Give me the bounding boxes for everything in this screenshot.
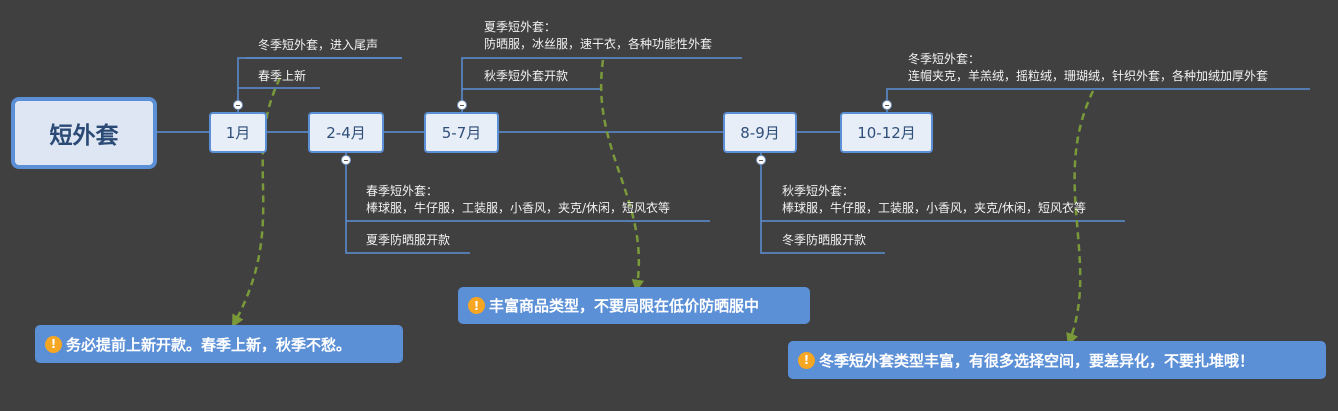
collapse-toggle-jan-icon[interactable] [233,100,243,110]
arrow-jan-callout [232,77,282,328]
callout-text: 冬季短外套类型丰富，有很多选择空间，要差异化，不要扎堆哦！ [819,351,1255,370]
leaf-aug-autumn-items[interactable]: 棒球服，牛仔服，工装服，小香风，夹克/休闲，短风衣等 [782,201,1087,215]
exclamation-icon: ! [798,351,815,369]
month-node-2-4[interactable]: 2-4月 [308,112,384,153]
leaf-aug-winter[interactable]: 冬季防晒服开款 [782,233,867,247]
leaf-jan-winter-ending[interactable]: 冬季短外套，进入尾声 [258,38,379,52]
callout-text: 丰富商品类型，不要局限在低价防晒服中 [489,297,760,315]
exclamation-icon: ! [45,335,62,353]
callout-text: 务必提前上新开款。春季上新，秋季不愁。 [66,335,352,354]
collapse-toggle-may-icon[interactable] [457,100,467,110]
leaf-feb-spring-title[interactable]: 春季短外套： [366,184,439,198]
collapse-toggle-feb-icon[interactable] [341,155,351,165]
leaf-feb-spring-items[interactable]: 棒球服，牛仔服，工装服，小香风，夹克/休闲，短风衣等 [366,201,671,215]
collapse-toggle-oct-icon[interactable] [882,100,892,110]
leaf-oct-winter-items[interactable]: 连帽夹克，羊羔绒，摇粒绒，珊瑚绒，针织外套，各种加绒加厚外套 [908,69,1269,83]
callout-enrich-types[interactable]: ! 丰富商品类型，不要局限在低价防晒服中 [458,287,810,324]
branch-jan [237,57,402,112]
collapse-toggle-aug-icon[interactable] [756,155,766,165]
arrow-may-callout [599,59,645,293]
exclamation-icon: ! [468,297,485,314]
callout-early-launch[interactable]: ! 务必提前上新开款。春季上新，秋季不愁。 [35,325,403,363]
branch-oct [886,88,1310,112]
leaf-feb-summer[interactable]: 夏季防晒服开款 [366,233,451,247]
leaf-may-summer-title[interactable]: 夏季短外套： [484,20,557,34]
leaf-oct-winter-title[interactable]: 冬季短外套： [908,52,981,66]
month-node-10-12[interactable]: 10-12月 [840,112,933,153]
month-node-8-9[interactable]: 8-9月 [723,112,797,153]
leaf-may-summer-items[interactable]: 防晒服，冰丝服，速干衣，各种功能性外套 [484,37,713,51]
callout-winter-differentiate[interactable]: ! 冬季短外套类型丰富，有很多选择空间，要差异化，不要扎堆哦！ [788,341,1326,379]
leaf-may-autumn[interactable]: 秋季短外套开款 [484,69,569,83]
month-node-5-7[interactable]: 5-7月 [424,112,499,153]
branch-feb [345,152,710,254]
leaf-jan-spring-new[interactable]: 春季上新 [258,69,307,83]
branch-may [461,57,742,112]
branch-aug [760,152,1125,254]
month-node-1[interactable]: 1月 [209,112,267,153]
leaf-aug-autumn-title[interactable]: 秋季短外套： [782,184,855,198]
arrow-oct-callout [1066,90,1095,346]
root-node[interactable]: 短外套 [11,97,157,169]
